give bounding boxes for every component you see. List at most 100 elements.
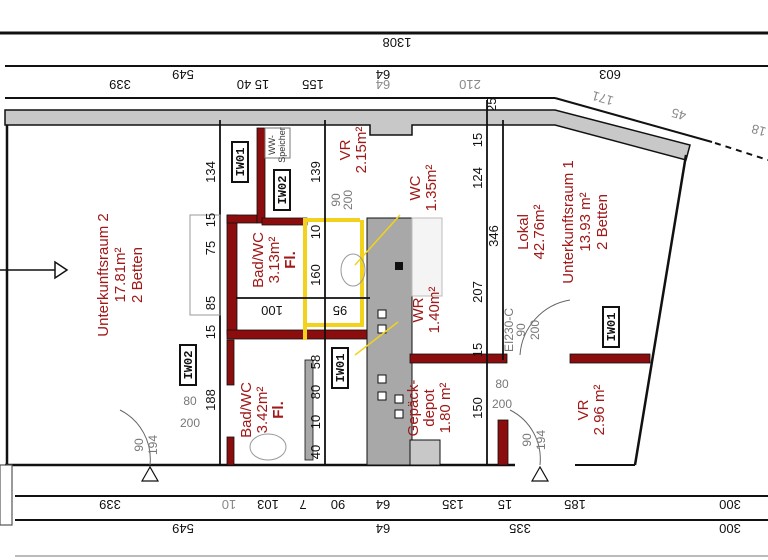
svg-text:90: 90 [329, 193, 343, 207]
wall-tag: IW01 [602, 306, 620, 348]
svg-text:Unterkunftsraum 1: Unterkunftsraum 1 [560, 160, 577, 283]
svg-text:90: 90 [514, 323, 528, 337]
dim-label: 603 [599, 67, 621, 82]
dim-label: 18 [750, 121, 768, 139]
dim-label: 15 40 [237, 77, 270, 92]
svg-text:160: 160 [308, 264, 323, 286]
svg-text:200: 200 [492, 397, 512, 411]
svg-text:194: 194 [534, 430, 548, 450]
room-labels: Unterkunftsraum 2 17.81m² 2 Betten Bad/W… [95, 127, 611, 438]
svg-text:15: 15 [470, 133, 485, 147]
svg-text:339: 339 [99, 497, 121, 512]
svg-text:WR: WR [410, 297, 427, 322]
svg-text:150: 150 [470, 397, 485, 419]
bottom-dimension-labels: 339 10 103 7 90 64 135 15 185 300 549 64… [99, 497, 741, 536]
wall-tag: IW01 [231, 141, 249, 183]
svg-text:1.35m²: 1.35m² [423, 165, 440, 212]
svg-text:200: 200 [180, 416, 200, 430]
section-arrow-icon [54, 260, 69, 280]
svg-text:Speicher: Speicher [277, 127, 287, 163]
svg-text:WC: WC [407, 175, 424, 200]
svg-text:1.80 m²: 1.80 m² [437, 383, 454, 434]
svg-text:80: 80 [308, 385, 323, 399]
svg-text:124: 124 [470, 167, 485, 189]
dim-label: 339 [109, 77, 131, 92]
svg-text:2 Betten: 2 Betten [129, 247, 146, 303]
svg-text:1.40m²: 1.40m² [426, 287, 443, 334]
svg-text:VR: VR [337, 139, 354, 160]
dim-label: 155 [302, 77, 324, 92]
svg-text:WW-: WW- [267, 135, 277, 155]
svg-text:200: 200 [341, 190, 355, 210]
room-vr-2: VR 2.96 m² [575, 385, 608, 436]
svg-text:200: 200 [528, 320, 542, 340]
svg-text:2.96 m²: 2.96 m² [591, 385, 608, 436]
svg-text:IW02: IW02 [182, 351, 196, 380]
svg-text:13.93 m²: 13.93 m² [577, 192, 594, 251]
svg-text:188: 188 [203, 389, 218, 411]
svg-text:185: 185 [564, 497, 586, 512]
svg-text:Unterkunftsraum 2: Unterkunftsraum 2 [95, 213, 112, 336]
svg-text:depot: depot [421, 388, 438, 426]
svg-text:10: 10 [308, 225, 323, 239]
svg-text:42.76m²: 42.76m² [531, 204, 548, 259]
svg-text:IW01: IW01 [234, 148, 248, 177]
highlight-outline [303, 214, 401, 356]
svg-text:Lokal: Lokal [515, 214, 532, 250]
svg-text:95: 95 [333, 303, 347, 318]
svg-text:VR: VR [575, 399, 592, 420]
room-unterkunftsraum-2: Unterkunftsraum 2 17.81m² 2 Betten [95, 213, 146, 336]
svg-text:134: 134 [203, 161, 218, 183]
top-dimension-labels: 1308 549 64 603 339 15 40 155 64 210 25 … [109, 35, 768, 140]
svg-text:139: 139 [308, 161, 323, 183]
svg-text:10: 10 [308, 415, 323, 429]
room-vr-1: VR 2.15m² [337, 127, 370, 174]
svg-text:90: 90 [331, 497, 345, 512]
dim-label: 210 [459, 77, 481, 92]
svg-text:135: 135 [442, 497, 464, 512]
svg-text:194: 194 [146, 435, 160, 455]
svg-text:2.15m²: 2.15m² [353, 127, 370, 174]
svg-text:300: 300 [719, 497, 741, 512]
svg-text:IW01: IW01 [605, 313, 619, 342]
wall-tags: IW01 IW02 IW02 IW01 IW01 [179, 141, 620, 389]
svg-text:Bad/WC: Bad/WC [250, 232, 267, 288]
svg-text:15: 15 [498, 497, 512, 512]
wall-tag: IW01 [331, 347, 349, 389]
room-gepaeckdepot: Gepäck- depot 1.80 m² [405, 380, 454, 437]
svg-text:17.81m²: 17.81m² [112, 247, 129, 302]
boiler-label: WW- Speicher [267, 127, 287, 163]
svg-text:80: 80 [183, 394, 197, 408]
room-wr: WR 1.40m² [410, 287, 443, 334]
svg-text:7: 7 [299, 497, 306, 512]
svg-text:75: 75 [203, 241, 218, 255]
dim-total: 1308 [383, 35, 412, 50]
svg-text:3.13m²: 3.13m² [266, 237, 283, 284]
svg-text:335: 335 [509, 521, 531, 536]
svg-text:103: 103 [257, 497, 279, 512]
structural-walls [226, 127, 651, 466]
outer-walls [0, 109, 691, 467]
wall-tag: IW02 [273, 169, 291, 211]
wall-tag: IW02 [179, 344, 197, 386]
svg-text:207: 207 [470, 281, 485, 303]
room-wc: WC 1.35m² [407, 165, 440, 212]
dim-label: 549 [172, 67, 194, 82]
room-lokal: Lokal 42.76m² [515, 204, 548, 259]
svg-text:85: 85 [203, 296, 218, 310]
dim-label: 171 [590, 88, 615, 108]
room-bad-wc-2: Bad/WC 3.42m² Fl. [238, 382, 287, 438]
svg-text:64: 64 [376, 497, 390, 512]
svg-text:Bad/WC: Bad/WC [238, 382, 255, 438]
svg-text:Fl.: Fl. [282, 251, 299, 269]
fixtures [119, 127, 571, 466]
inner-dimension-labels: 134 15 75 85 15 188 139 10 160 58 80 10 … [203, 133, 501, 459]
svg-text:IW02: IW02 [276, 176, 290, 205]
